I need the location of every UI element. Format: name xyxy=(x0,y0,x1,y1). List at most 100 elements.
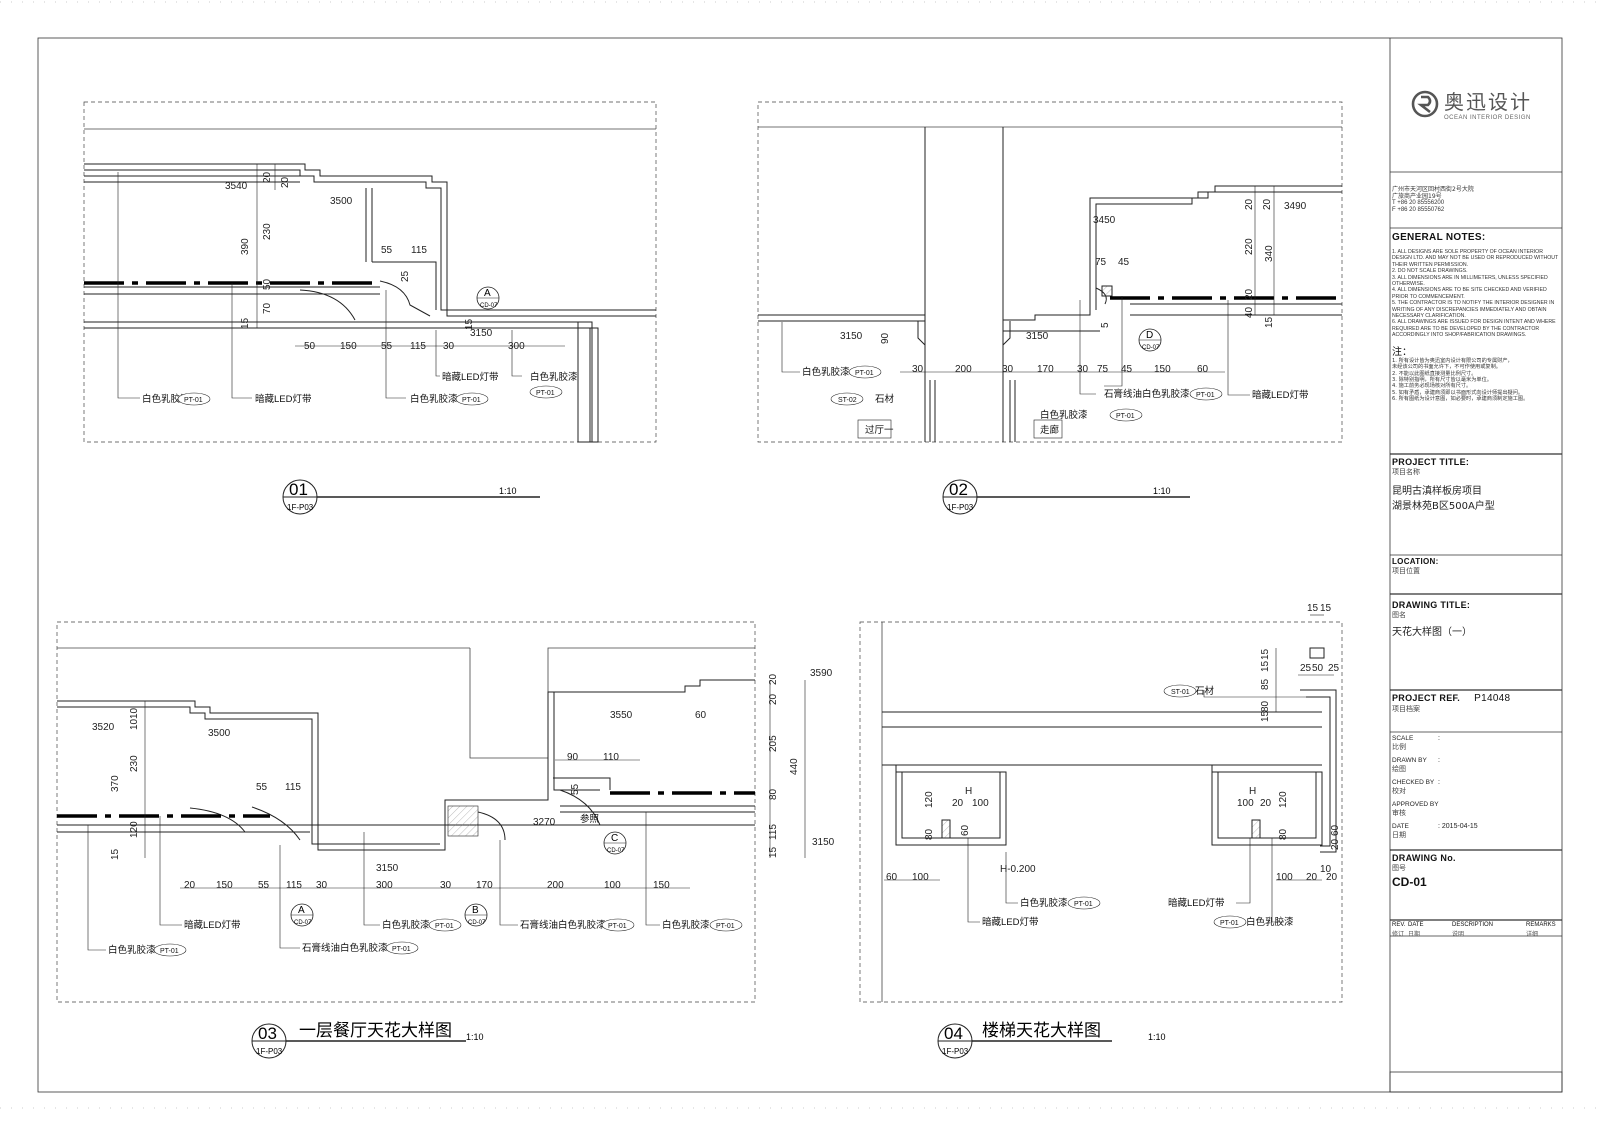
drawing-annotation: 白色乳胶漆 xyxy=(108,944,156,956)
checked-by-row: CHECKED BY 校对 : xyxy=(1392,779,1440,795)
drawing-annotation: 110 xyxy=(603,752,619,763)
drawing-annotation: 白色乳胶漆 xyxy=(662,919,710,931)
drawing-annotation: 40 xyxy=(1244,306,1255,318)
drawing-annotation: 80 xyxy=(1260,700,1271,712)
drawing-annotation: 过厅一 xyxy=(865,424,894,436)
drawing-annotation: 石膏线油白色乳胶漆 xyxy=(302,942,388,954)
d2-elev-3150b: 3150 xyxy=(1026,331,1049,342)
drawing-annotation: 15 xyxy=(1260,660,1271,672)
drawing-annotation: 115 xyxy=(768,824,779,840)
drawing-annotation: 15 xyxy=(1320,603,1332,614)
drawing-annotation: H xyxy=(965,786,972,797)
drawing-annotation: 10 xyxy=(1320,864,1332,875)
drawing-annotation: 1F-P03 xyxy=(287,503,314,512)
drawing-annotation: 100 xyxy=(972,798,989,809)
d1-hdim-top-1: 55 xyxy=(381,245,393,256)
project-title-line1: 昆明古滇样板房项目 xyxy=(1392,486,1482,497)
drawing-annotation: 走廊 xyxy=(1040,424,1060,436)
drawing-annotation: 3500 xyxy=(208,728,231,739)
general-notes-title: GENERAL NOTES: xyxy=(1392,232,1486,243)
drawing-annotation: 3150 xyxy=(376,863,399,874)
drawing-annotation: 45 xyxy=(1121,364,1133,375)
d3-title: 一层餐厅天花大样图 xyxy=(299,1021,452,1041)
d2-elev-3490: 3490 xyxy=(1284,201,1307,212)
d1-hdim-2: 150 xyxy=(340,341,357,352)
scale-row: SCALE 比例 : xyxy=(1392,735,1440,751)
detail-01-vdims xyxy=(256,164,276,328)
drawing-annotation: 20 xyxy=(768,673,779,685)
project-ref: PROJECT REF.P14048 项目档案 xyxy=(1392,693,1511,713)
brand-name-en: OCEAN INTERIOR DESIGN xyxy=(1444,115,1531,121)
drawing-annotation: 暗藏LED灯带 xyxy=(982,916,1039,928)
drawing-annotation: 60 xyxy=(960,824,971,836)
d1-hdim-5: 30 xyxy=(443,341,455,352)
d1-elev-3540: 3540 xyxy=(225,181,248,192)
drawing-annotation: 20 xyxy=(184,880,196,891)
d2-callout-d: D CD-07 xyxy=(1138,328,1162,352)
drawing-annotation: 60 xyxy=(886,872,898,883)
d1-elev-3500: 3500 xyxy=(330,196,353,207)
d1-vdim-2: 20 xyxy=(280,176,291,188)
drawing-annotation: 115 xyxy=(285,782,301,793)
drawing-annotation: 30 xyxy=(912,364,924,375)
detail-01-border xyxy=(83,101,657,443)
drawing-annotation: 20 xyxy=(1330,838,1341,850)
drawing-number-value: CD-01 xyxy=(1392,875,1427,889)
d2-elev-3150a: 3150 xyxy=(840,331,863,342)
drawing-annotation: 115 xyxy=(286,880,302,891)
drawing-annotation: 100 xyxy=(912,872,929,883)
general-notes-cn-title: 注： xyxy=(1392,346,1412,358)
drawing-annotation: 205 xyxy=(768,735,779,752)
drawing-annotation: 20 xyxy=(1262,198,1273,210)
drawing-annotation: 30 xyxy=(440,880,452,891)
detail-01-ceiling-profile xyxy=(84,163,656,443)
signoff-block: SCALE 比例 : DRAWN BY 绘图 : CHECKED BY 校对 :… xyxy=(1392,735,1562,845)
drawing-annotation: 80 xyxy=(924,828,935,840)
drawing-annotation: 暗藏LED灯带 xyxy=(1252,389,1309,401)
drawing-annotation: 白色乳胶漆 xyxy=(1020,897,1068,909)
project-title: PROJECT TITLE: 项目名称 昆明古滇样板房项目 湖景林苑B区500A… xyxy=(1392,457,1562,512)
d1-vdim-1: 20 xyxy=(262,171,273,183)
d1-label-paint-c: 白色乳胶漆 xyxy=(530,371,578,383)
approved-by-row: APPROVED BY 审核 xyxy=(1392,801,1439,817)
d3-callouts: A CD-07 B CD-07 C CD-07 xyxy=(290,831,627,927)
drawing-annotation: 45 xyxy=(1118,257,1130,268)
drawing-annotation: 石膏线油白色乳胶漆 xyxy=(1104,388,1190,400)
d2-elev-3450: 3450 xyxy=(1093,215,1116,226)
detail-02: 3450 3490 3150 3150 20 20 220 340 15 40 … xyxy=(757,101,1343,515)
drawing-annotation: PT-01 xyxy=(608,923,627,930)
revision-header: REV. 修订 DATE 日期 DESCRIPTION 说明 REMARKS 详… xyxy=(1392,922,1556,938)
d1-hdim-1: 50 xyxy=(304,341,316,352)
drawing-annotation: 90 xyxy=(880,332,891,344)
drawing-annotation: 100 xyxy=(604,880,621,891)
location: LOCATION: 项目位置 xyxy=(1392,557,1439,575)
d1-label-paint-a: 白色乳胶漆 xyxy=(142,393,190,405)
d3-title-bubble: 03 1F-P03 一层餐厅天花大样图 1:10 xyxy=(251,1021,484,1059)
drawing-annotation: PT-01 xyxy=(1116,413,1135,420)
drawing-annotation: 20 xyxy=(1326,872,1338,883)
drawing-annotation: 3150 xyxy=(812,837,835,848)
drawing-annotation: 90 xyxy=(567,752,579,763)
brand-name-cn: 奥迅设计 xyxy=(1444,90,1532,114)
drawing-annotation: 230 xyxy=(129,755,140,772)
d1-vdim-5: 50 xyxy=(262,278,273,290)
drawing-annotation: 白色乳胶漆 xyxy=(382,919,430,931)
drawing-annotation: 10 xyxy=(129,707,140,719)
drawing-annotation: 300 xyxy=(376,880,393,891)
drawing-annotation: 30 xyxy=(1002,364,1014,375)
project-title-line2: 湖景林苑B区500A户型 xyxy=(1392,501,1495,512)
drawing-annotation: 1:10 xyxy=(466,1032,484,1042)
drawing-annotation: 20 xyxy=(1244,198,1255,210)
drawing-annotation: ST-01 xyxy=(1171,689,1190,696)
drawing-annotation: 100 xyxy=(1237,798,1254,809)
d1-callout-a: A CD-07 xyxy=(476,286,500,310)
drawing-annotation: 1:10 xyxy=(1148,1032,1166,1042)
drawing-annotation: CD-07 xyxy=(607,848,625,854)
drawing-annotation: PT-01 xyxy=(184,397,203,404)
drawing-annotation: 100 xyxy=(1276,872,1293,883)
drawing-annotation: 20 xyxy=(952,798,964,809)
drawing-annotation: ST-02 xyxy=(838,397,857,404)
drawing-annotation: 石材 xyxy=(1195,685,1215,697)
